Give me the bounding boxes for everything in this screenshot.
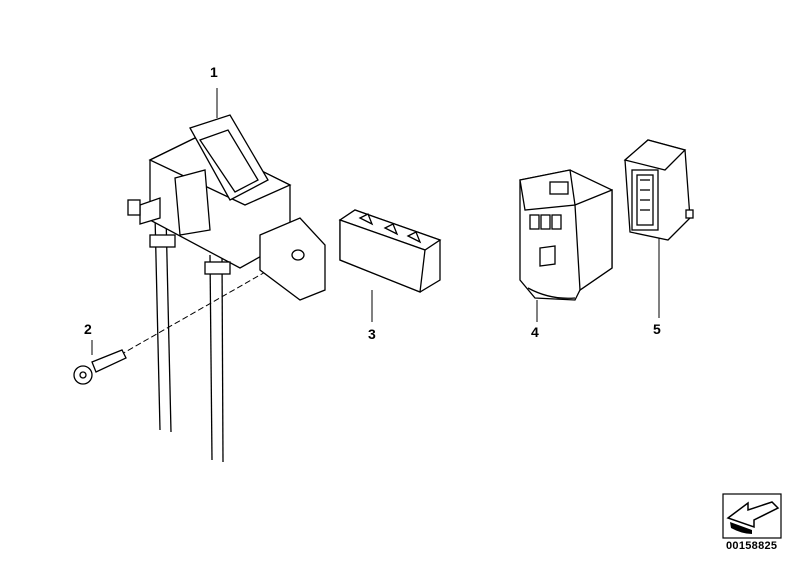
callout-3: 3 xyxy=(368,326,376,342)
diagram-reference-arrow-icon xyxy=(722,493,782,539)
part-1-holder xyxy=(127,114,326,463)
part-4-connector xyxy=(519,169,613,301)
callout-5: 5 xyxy=(653,321,661,337)
part-3-cap xyxy=(338,209,442,293)
callout-2: 2 xyxy=(84,321,92,337)
part-2-screw xyxy=(73,349,127,385)
diagram-code: 00158825 xyxy=(726,540,778,552)
part-5-plug xyxy=(623,139,694,241)
callout-1: 1 xyxy=(210,64,218,80)
callout-4: 4 xyxy=(531,324,539,340)
